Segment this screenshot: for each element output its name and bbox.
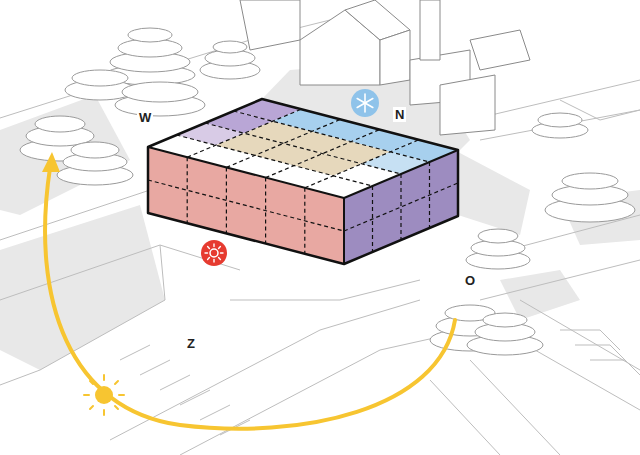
cold-icon <box>351 89 379 117</box>
compass-east: O <box>463 273 477 288</box>
compass-west: W <box>137 110 153 125</box>
compass-south: Z <box>185 336 197 351</box>
compass-north: N <box>393 107 406 122</box>
sun-path <box>42 152 455 429</box>
building-volume <box>148 99 458 264</box>
sun-icon <box>201 240 227 266</box>
